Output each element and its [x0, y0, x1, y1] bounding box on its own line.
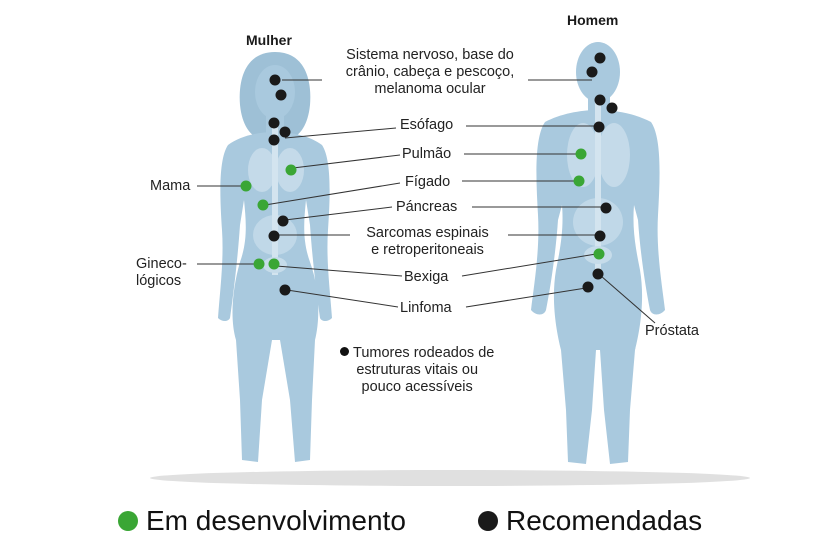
label-gineco-line2: lógicos	[136, 273, 182, 289]
woman-dot-head-1	[269, 74, 281, 86]
leader-linfoma-woman	[286, 289, 399, 308]
man-dot-bladder	[593, 248, 605, 260]
note-line1: Tumores rodeados de	[353, 345, 495, 361]
woman-dot-head-2	[275, 89, 287, 101]
label-figado: Fígado	[405, 174, 451, 190]
note-line3: pouco acessíveis	[361, 379, 473, 395]
leader-bexiga-man	[461, 253, 597, 277]
woman-dot-bladder	[268, 258, 280, 270]
man-dot-head-1	[594, 52, 606, 64]
label-mama: Mama	[150, 178, 191, 194]
legend-recommended-label: Recomendadas	[506, 505, 703, 536]
label-prostata: Próstata	[645, 323, 699, 339]
woman-dot-neck-2	[279, 126, 291, 138]
label-sarcomas-line1: Sarcomas espinais	[366, 225, 489, 241]
label-sarcomas-line2: e retroperitoneais	[371, 242, 484, 258]
leader-prostata	[600, 275, 656, 324]
man-dot-head-2	[586, 66, 598, 78]
note-line2: estruturas vitais ou	[356, 362, 479, 378]
legend-developing: Em desenvolvimento	[118, 505, 406, 537]
man-dot-neck-1	[594, 94, 606, 106]
man-dot-esophagus	[593, 121, 605, 133]
woman-dot-sarcoma	[268, 230, 280, 242]
woman-figure	[218, 52, 332, 462]
woman-dot-esophagus	[268, 134, 280, 146]
man-dot-sarcoma	[594, 230, 606, 242]
leader-pulmao-woman	[292, 154, 401, 169]
label-pancreas: Páncreas	[396, 199, 458, 215]
legend-green-dot	[118, 511, 138, 531]
woman-dot-liver	[257, 199, 269, 211]
label-gineco-line1: Gineco-	[136, 256, 187, 272]
man-dot-lymph	[582, 281, 594, 293]
legend-recommended: Recomendadas	[478, 505, 702, 537]
note-bullet-dot	[340, 347, 349, 356]
woman-dot-lymph	[279, 284, 291, 296]
man-title: Homem	[567, 12, 619, 28]
woman-title: Mulher	[246, 32, 292, 48]
woman-dot-breast	[240, 180, 252, 192]
leader-bexiga-woman	[275, 265, 403, 277]
woman-dot-neck-1	[268, 117, 280, 129]
floor-shadow	[150, 470, 750, 486]
man-dot-prostate	[592, 268, 604, 280]
man-dot-neck-2	[606, 102, 618, 114]
label-snc-line3: melanoma ocular	[374, 81, 486, 97]
label-pulmao: Pulmão	[402, 146, 452, 162]
label-linfoma: Linfoma	[400, 300, 452, 316]
note-block: Tumores rodeados de estruturas vitais ou…	[340, 345, 494, 396]
leader-figado-woman	[264, 182, 401, 206]
woman-dot-gyneco	[253, 258, 265, 270]
label-snc-line2: crânio, cabeça e pescoço,	[345, 64, 515, 80]
man-dot-pancreas	[600, 202, 612, 214]
leader-lines	[197, 79, 656, 324]
label-sarcomas: Sarcomas espinais e retroperitoneais	[350, 225, 505, 259]
label-bexiga: Bexiga	[404, 269, 449, 285]
marker-dots	[240, 52, 618, 296]
label-gineco: Gineco- lógicos	[136, 256, 187, 290]
leader-pancreas-woman	[284, 206, 393, 221]
legend-black-dot	[478, 511, 498, 531]
legend-developing-label: Em desenvolvimento	[146, 505, 406, 536]
label-esofago: Esófago	[400, 117, 454, 133]
leader-linfoma-man	[465, 287, 587, 308]
leader-esofago-woman	[284, 127, 397, 139]
label-snc: Sistema nervoso, base do crânio, cabeça …	[325, 47, 535, 98]
label-snc-line1: Sistema nervoso, base do	[346, 47, 514, 63]
man-dot-liver	[573, 175, 585, 187]
woman-dot-pancreas	[277, 215, 289, 227]
woman-dot-lung	[285, 164, 297, 176]
man-dot-lung	[575, 148, 587, 160]
